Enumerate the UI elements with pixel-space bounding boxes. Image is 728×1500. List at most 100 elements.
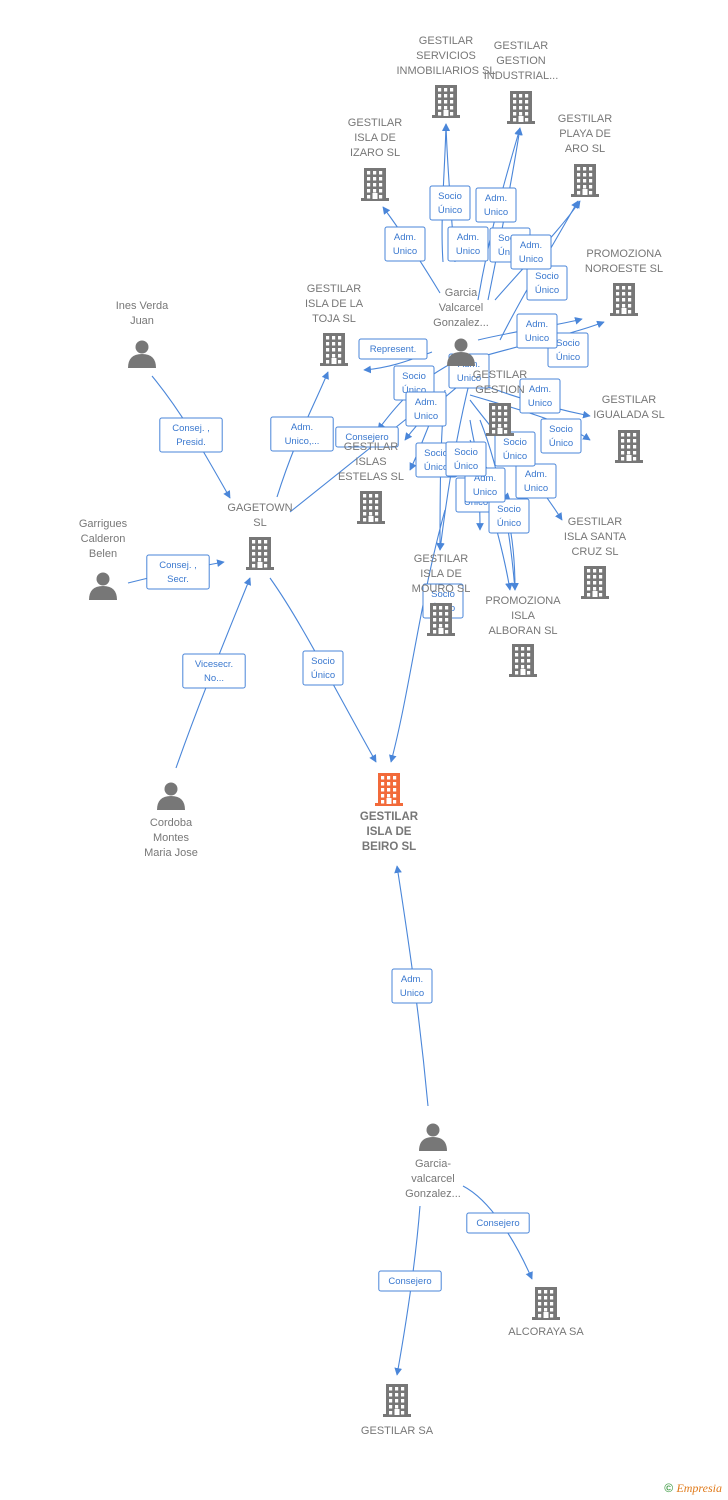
building-icon xyxy=(375,773,403,806)
edge-label[interactable]: Adm.Unico xyxy=(510,234,552,270)
edge-label-text: Único xyxy=(549,438,573,449)
edge-label[interactable]: Adm.Unico xyxy=(516,313,558,349)
edge-label-text: Socio xyxy=(431,589,455,600)
edge-label-text: Unico xyxy=(457,373,481,384)
edge-label-text: Consejero xyxy=(345,432,388,443)
edge-label-text: Vicesecr. xyxy=(195,659,233,670)
edge-label-text: Represent. xyxy=(370,344,416,355)
node-label: ISLA DE xyxy=(354,132,396,144)
edge-label-text: Adm. xyxy=(520,240,542,251)
edge-label-text: Presid. xyxy=(176,437,206,448)
node-label: Calderon xyxy=(81,533,126,545)
node-garcia_top[interactable]: GarciaValcarcelGonzalez... xyxy=(433,287,489,366)
person-icon xyxy=(128,340,156,368)
node-label: GESTILAR xyxy=(494,40,548,52)
node-label: PROMOZIONA xyxy=(586,248,662,260)
building-icon xyxy=(486,403,514,436)
edge-label[interactable]: Consejero xyxy=(335,426,399,448)
node-label: GESTILAR xyxy=(558,113,612,125)
edge-label-text: Adm. xyxy=(291,422,313,433)
node-label: ISLA xyxy=(511,610,536,622)
node-label: Garrigues xyxy=(79,518,128,530)
edge-label-text: Único xyxy=(311,670,335,681)
edge-label-text: Socio xyxy=(503,437,527,448)
node-label: ALBORAN SL xyxy=(488,625,557,637)
node-label: PROMOZIONA xyxy=(485,595,561,607)
edge-label-text: Adm. xyxy=(401,974,423,985)
node-label: Garcia xyxy=(445,287,478,299)
building-icon xyxy=(383,1384,411,1417)
edge-label[interactable]: Adm.Unico xyxy=(405,391,447,427)
node-label: GAGETOWN xyxy=(227,502,292,514)
edge-label[interactable]: Adm.Unico,... xyxy=(270,416,334,452)
edge-label-text: Socio xyxy=(535,271,559,282)
node-label: ISLA DE LA xyxy=(305,298,364,310)
node-garcia_bot[interactable]: Garcia-valcarcelGonzalez... xyxy=(405,1123,461,1201)
building-icon xyxy=(320,333,348,366)
edge-label[interactable]: Adm.Unico xyxy=(475,187,517,223)
edge-label-text: Unico xyxy=(473,487,497,498)
node-label: GESTILAR xyxy=(360,811,419,823)
edge-label[interactable]: Adm.Unico xyxy=(447,226,489,262)
edge-label[interactable]: Adm.Unico xyxy=(384,226,426,262)
edge-label[interactable]: Represent. xyxy=(358,338,428,360)
edge-label-text: Adm. xyxy=(474,473,496,484)
node-noroeste[interactable]: PROMOZIONA NOROESTE SL xyxy=(585,248,663,316)
node-label: valcarcel xyxy=(411,1173,454,1185)
edge-label-text: Consejero xyxy=(476,1218,519,1229)
building-icon xyxy=(246,537,274,570)
edge-label[interactable]: Adm.Unico xyxy=(515,463,557,499)
node-label: ISLAS xyxy=(355,456,386,468)
node-alboran[interactable]: PROMOZIONA ISLA ALBORAN SL xyxy=(485,595,561,677)
node-alcoraya[interactable]: ALCORAYA SA xyxy=(508,1287,584,1338)
edge-label-text: Adm. xyxy=(529,384,551,395)
edge-label-text: Socio xyxy=(498,233,522,244)
edge-label[interactable]: Consejero xyxy=(466,1212,530,1234)
node-label: TOJA SL xyxy=(312,313,356,325)
node-label: Garcia- xyxy=(415,1158,451,1170)
node-gestilarsa[interactable]: GESTILAR SA xyxy=(361,1384,434,1437)
building-icon xyxy=(361,168,389,201)
edge-label[interactable]: Adm.Unico xyxy=(391,968,433,1004)
copyright-icon: © xyxy=(664,1481,674,1495)
edge-label[interactable]: Vicesecr.No... xyxy=(182,653,246,689)
edge-label-text: Socio xyxy=(556,338,580,349)
node-label: Ines Verda xyxy=(116,300,169,312)
node-label: GESTILAR xyxy=(348,117,402,129)
node-label: GESTILAR xyxy=(568,516,622,528)
node-label: GESTILAR xyxy=(473,369,527,381)
node-label: NOROESTE SL xyxy=(585,263,663,275)
edge-label[interactable]: Adm.Unico xyxy=(519,378,561,414)
edge-label[interactable]: Consejero xyxy=(378,1270,442,1292)
edge-label[interactable]: Consej. ,Secr. xyxy=(146,554,210,590)
node-industrial[interactable]: GESTILARGESTIONINDUSTRIAL... xyxy=(484,40,559,124)
person-icon xyxy=(157,782,185,810)
relationship-edge xyxy=(389,509,446,763)
node-label: IGUALADA SL xyxy=(593,409,665,421)
edge-label-text: Único xyxy=(438,205,462,216)
edge-label-text: Socio xyxy=(454,447,478,458)
edge-label[interactable]: Consej. ,Presid. xyxy=(159,417,223,453)
